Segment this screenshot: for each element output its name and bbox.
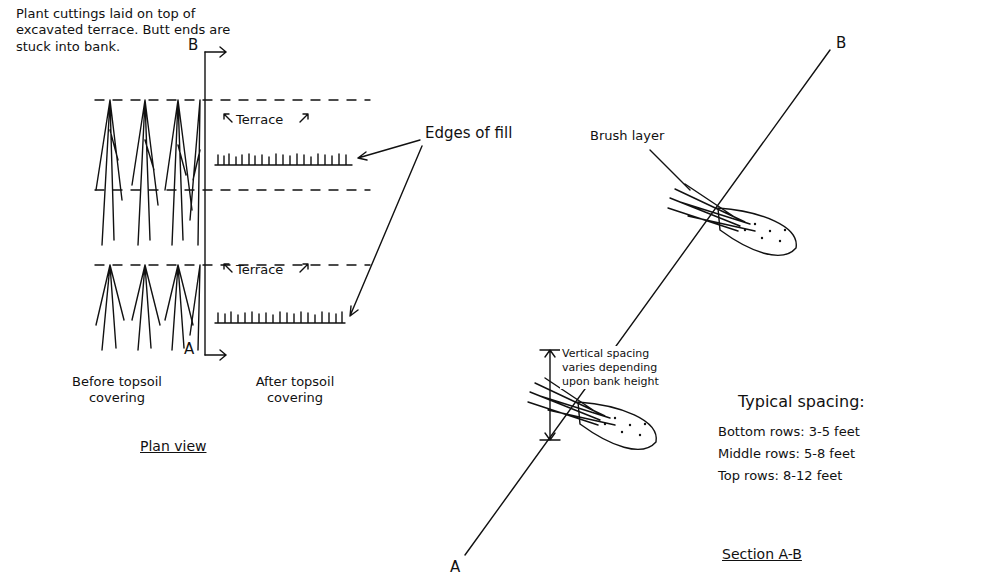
fill-edge-hatch [215, 312, 345, 323]
section-line [204, 52, 205, 355]
leader-arrow [358, 140, 420, 160]
plant-cutting [190, 100, 200, 245]
section-marker: A [450, 558, 460, 577]
callout-label: Edges of fill [425, 124, 512, 143]
leader-arrow [350, 146, 422, 316]
pointer-arrow [300, 264, 308, 272]
terrace-label: Terrace [236, 112, 283, 128]
section-marker: B [836, 34, 846, 53]
terrace-label: Terrace [236, 262, 283, 278]
spacing-row: Middle rows: 5-8 feet [718, 446, 855, 462]
plant-cutting [96, 100, 122, 245]
fill-edge-hatch [215, 154, 352, 165]
leader-line [650, 150, 690, 190]
dimension-note: Vertical spacing varies depending upon b… [560, 346, 676, 389]
section-marker: A [184, 340, 194, 359]
spacing-heading: Typical spacing: [738, 392, 865, 412]
spacing-row: Bottom rows: 3-5 feet [718, 424, 860, 440]
caption-text: After topsoil covering [240, 374, 350, 407]
brush-stems [668, 184, 755, 231]
caption-text: Before topsoil covering [62, 374, 172, 407]
plant-cutting [96, 265, 124, 350]
terrace-line [95, 100, 370, 265]
view-title: Section A-B [722, 546, 802, 564]
dimension-arrow [540, 350, 560, 440]
note-text: Plant cuttings laid on top of excavated … [16, 6, 231, 55]
pointer-arrow [224, 114, 232, 122]
plant-cutting [132, 100, 158, 245]
plant-cutting [165, 265, 193, 350]
pointer-arrow [300, 114, 308, 122]
plant-cutting [190, 265, 200, 350]
view-title: Plan view [140, 438, 206, 456]
section-marker: B [188, 36, 198, 55]
pointer-arrow [224, 264, 232, 272]
direction-arrow [205, 47, 226, 57]
plant-cutting [132, 265, 160, 350]
spacing-row: Top rows: 8-12 feet [718, 468, 842, 484]
plant-cutting [165, 100, 192, 245]
callout-label: Brush layer [590, 128, 664, 144]
direction-arrow [205, 350, 226, 360]
